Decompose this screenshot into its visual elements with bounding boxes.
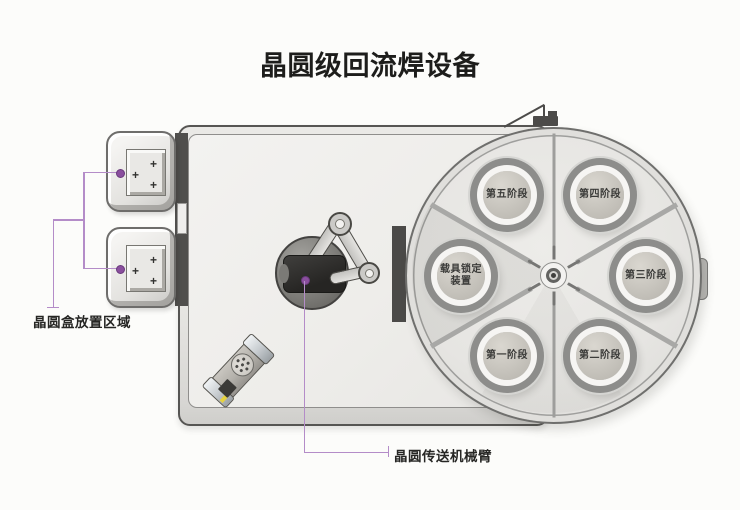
callout-line: [387, 446, 389, 457]
station-carrier-lock: 载具锁定 装置: [437, 251, 485, 300]
callout-line: [84, 171, 117, 173]
station-label: 第五阶段: [486, 189, 528, 201]
callout-dot: [300, 275, 310, 285]
cassette-plate: + + +: [126, 149, 166, 196]
plate-mark: +: [150, 253, 158, 267]
wafer-cassette-2: + + +: [106, 227, 176, 308]
callout-dot: [115, 168, 125, 178]
cassette-area-label: 晶圆盒放置区域: [33, 315, 131, 330]
callout-line: [304, 451, 388, 453]
robot-arm-label: 晶圆传送机械臂: [394, 449, 492, 464]
station-stage5: 第五阶段: [483, 171, 531, 219]
plate-mark: +: [132, 264, 140, 278]
station-label: 第一阶段: [486, 350, 528, 362]
plate-mark: +: [150, 178, 158, 192]
arm-joint: [358, 262, 380, 284]
latch-wire: [543, 105, 545, 118]
carousel-hub: [540, 262, 567, 289]
station-stage3: 第三阶段: [622, 251, 670, 300]
station-label-line1: 载具锁定: [440, 264, 482, 275]
callout-line: [53, 219, 84, 221]
station-label: 第三阶段: [625, 269, 667, 281]
transfer-opening: [392, 226, 406, 322]
station-label-line2: 装置: [450, 275, 472, 287]
plate-mark: +: [150, 157, 158, 171]
arm-joint: [328, 212, 352, 236]
plate-mark: +: [150, 274, 158, 288]
callout-line: [303, 281, 305, 452]
carousel-latch: [533, 116, 558, 126]
plate-mark: +: [132, 168, 140, 182]
callout-line: [84, 267, 117, 269]
hub-ring: [546, 268, 561, 283]
callout-line: [47, 306, 59, 308]
cassette-plate: + + +: [126, 245, 166, 292]
station-stage4: 第四阶段: [576, 171, 624, 219]
page-title: 晶圆级回流焊设备: [260, 51, 480, 81]
station-stage2: 第二阶段: [576, 332, 624, 380]
hub-center: [551, 273, 556, 278]
callout-dot: [115, 264, 125, 274]
station-label: 第二阶段: [579, 350, 621, 362]
latch-step: [548, 111, 557, 117]
loadport-slot: [177, 203, 187, 234]
callout-line: [52, 219, 54, 307]
wafer-cassette-1: + + +: [106, 131, 176, 212]
effector-notch: [279, 264, 289, 283]
station-stage1: 第一阶段: [483, 332, 531, 380]
station-label: 第四阶段: [579, 189, 621, 201]
